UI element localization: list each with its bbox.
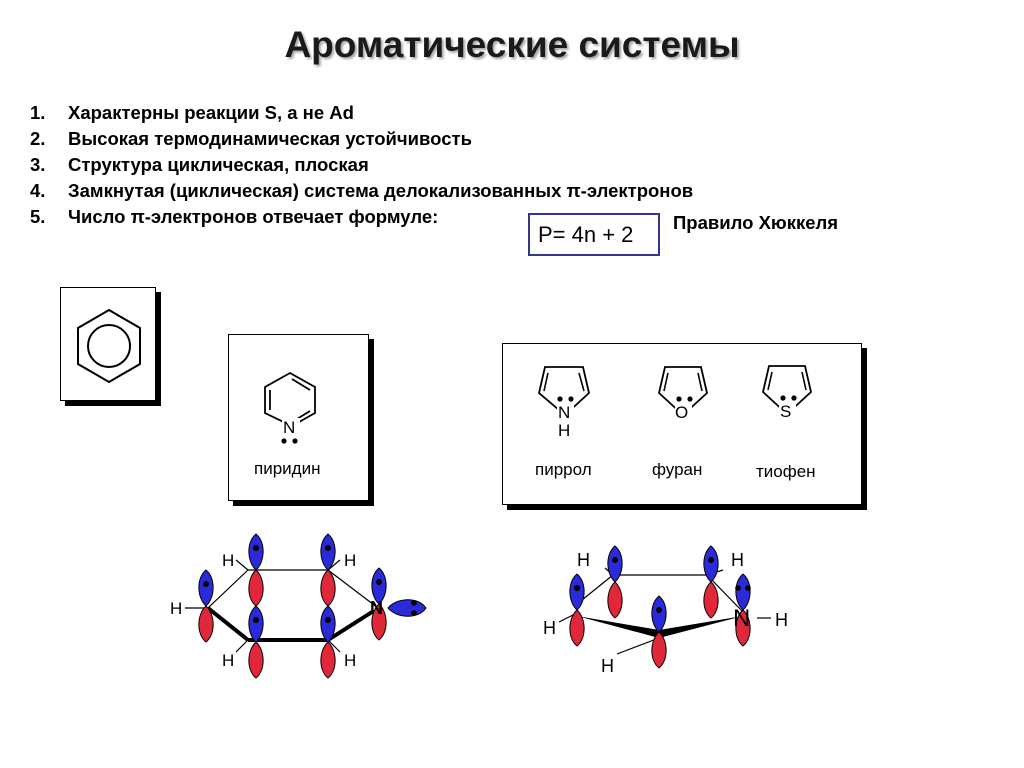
orbital-atom-h: H — [170, 599, 182, 618]
list-item-text: Число π-электронов отвечает формуле: — [68, 206, 439, 227]
orbital-atom-n: N — [733, 605, 750, 632]
furan-structure — [658, 366, 708, 420]
list-item-text: Характерны реакции S, а не Ad — [68, 102, 354, 123]
pyrrole-atom-h: H — [558, 421, 571, 440]
thiophene-atom-s: S — [780, 402, 792, 421]
thiophene-structure — [762, 365, 812, 419]
list-item-number: 1. — [30, 102, 46, 123]
pyridine-name: пиридин — [254, 459, 321, 478]
pyridine-orbital-diagram: N H H H H H — [170, 533, 427, 679]
list-item-number: 5. — [30, 206, 46, 227]
furan-name: фуран — [652, 460, 703, 479]
p-orbital — [651, 595, 667, 669]
pyridine-atom-n: N — [283, 418, 296, 437]
pyrrole-atom-n: N — [558, 403, 571, 422]
pyridine-panel: N пиридин — [228, 334, 369, 501]
pyrrole-orbital-diagram: N H H H H H — [543, 545, 788, 676]
orbital-atom-h: H — [344, 651, 356, 670]
orbital-atom-h: H — [731, 550, 744, 570]
pyridine-structure — [264, 371, 316, 444]
pyrrole-structure — [537, 366, 590, 420]
orbital-atom-h: H — [577, 550, 590, 570]
list-item-number: 2. — [30, 128, 46, 149]
p-orbital — [569, 573, 585, 647]
p-orbital — [607, 545, 623, 619]
orbital-atom-h: H — [222, 651, 234, 670]
benzene-panel — [60, 287, 156, 401]
p-orbital — [371, 567, 387, 641]
list-item-text: Высокая термодинамическая устойчивость — [68, 128, 472, 149]
p-orbital — [735, 573, 751, 647]
orbital-atom-n: N — [370, 598, 383, 618]
p-orbital — [198, 569, 214, 643]
list-item: 4. Замкнутая (циклическая) система делока… — [30, 178, 693, 204]
p-orbital — [248, 533, 264, 607]
page-title: Ароматические системы — [284, 24, 740, 65]
list-item-text: Структура циклическая, плоская — [68, 154, 369, 175]
orbital-atom-h: H — [543, 618, 556, 638]
list-item: 5. Число π-электронов отвечает формуле: — [30, 204, 693, 230]
properties-list: 1. Характерны реакции S, а не Ad 2. Высока… — [30, 100, 693, 230]
orbital-atom-h: H — [601, 656, 614, 676]
furan-atom-o: O — [675, 403, 689, 422]
orbital-atom-h: H — [775, 610, 788, 630]
orbital-atom-h: H — [344, 551, 356, 570]
orbital-atom-h: H — [222, 551, 234, 570]
heterocycles-panel: N H пиррол O фуран S тиофен — [502, 343, 862, 505]
pyrrole-name: пиррол — [535, 460, 592, 479]
list-item: 3. Структура циклическая, плоская — [30, 152, 693, 178]
lone-pair-orbital — [387, 599, 427, 617]
thiophene-name: тиофен — [756, 462, 816, 481]
list-item: 2. Высокая термодинамическая устойчивость — [30, 126, 693, 152]
huckel-formula-box: P= 4n + 2 — [528, 213, 660, 256]
list-item-number: 4. — [30, 180, 46, 201]
p-orbital — [248, 605, 264, 679]
list-item-text: Замкнутая (циклическая) система делокали… — [68, 180, 694, 201]
list-item: 1. Характерны реакции S, а не Ad — [30, 100, 693, 126]
benzene-structure — [77, 308, 141, 384]
p-orbital — [320, 533, 336, 607]
huckel-rule-label: Правило Хюккеля — [673, 212, 839, 233]
p-orbital — [703, 545, 719, 619]
list-item-number: 3. — [30, 154, 46, 175]
p-orbital — [320, 605, 336, 679]
